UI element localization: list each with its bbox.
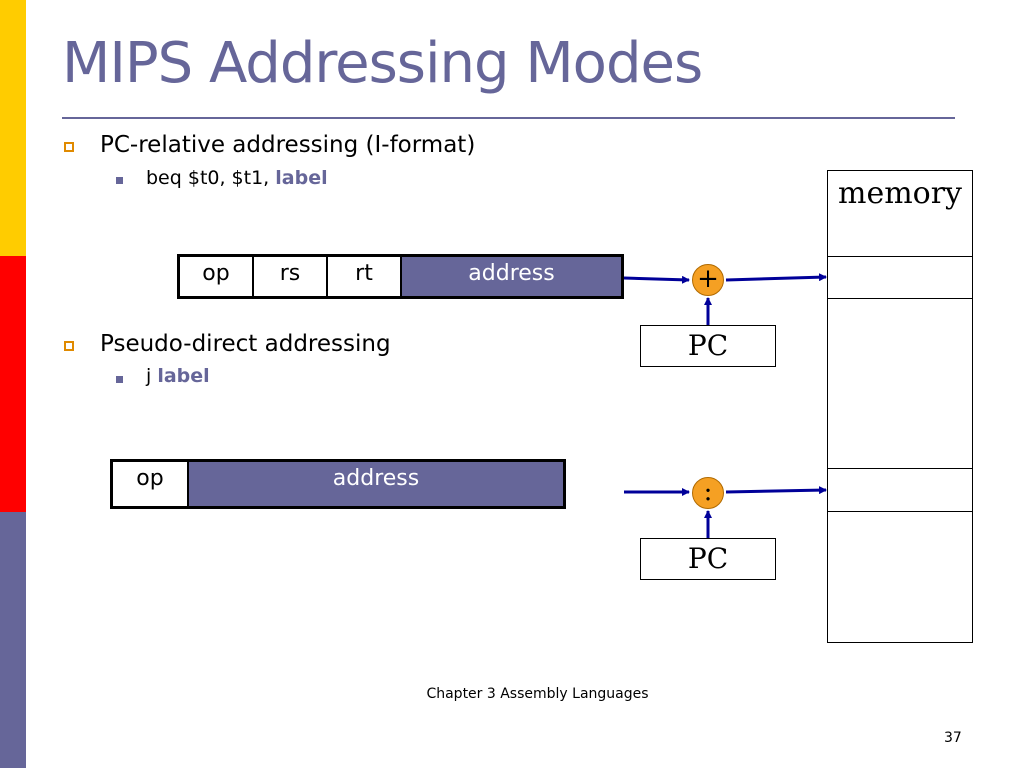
jformat-instruction: op address [110,459,566,509]
beq-instruction: beq $t0, $t1, [146,167,276,189]
memory-divider [827,256,973,257]
bullet-box-icon [64,142,74,152]
field-address: address [402,257,621,296]
sub-bullet-icon [116,177,123,184]
memory-divider [827,468,973,469]
page-number: 37 [944,730,962,746]
arrow-concat-to-memory [725,486,827,495]
beq-label-keyword: label [275,167,328,189]
stripe-purple [0,512,26,768]
memory-label: memory [838,176,962,211]
adder-icon: + [692,264,724,296]
slide-title: MIPS Addressing Modes [62,31,703,96]
stripe-red [0,256,26,512]
sub-bullet-j: j label [146,365,210,387]
memory-divider [827,511,973,512]
field-op: op [180,257,254,296]
concat-icon: : [692,477,724,509]
field-rt: rt [328,257,402,296]
footer-text: Chapter 3 Assembly Languages [426,686,649,702]
memory-divider [827,298,973,299]
field-address: address [189,462,563,506]
pc-register-bottom: PC [640,538,776,580]
sub-bullet-icon [116,376,123,383]
arrow-address-to-adder [623,275,690,284]
bullet-pc-relative: PC-relative addressing (I-format) [100,132,476,158]
pc-register-top: PC [640,325,776,367]
memory-block [827,170,973,643]
stripe-yellow [0,0,26,256]
j-label-keyword: label [157,365,210,387]
bullet-box-icon [64,341,74,351]
field-op: op [113,462,189,506]
title-rule [62,117,955,119]
field-rs: rs [254,257,328,296]
iformat-instruction: op rs rt address [177,254,624,299]
arrow-adder-to-memory [725,273,827,282]
j-instruction: j [146,365,158,387]
bullet-pseudo-direct: Pseudo-direct addressing [100,331,391,357]
sub-bullet-beq: beq $t0, $t1, label [146,167,328,189]
